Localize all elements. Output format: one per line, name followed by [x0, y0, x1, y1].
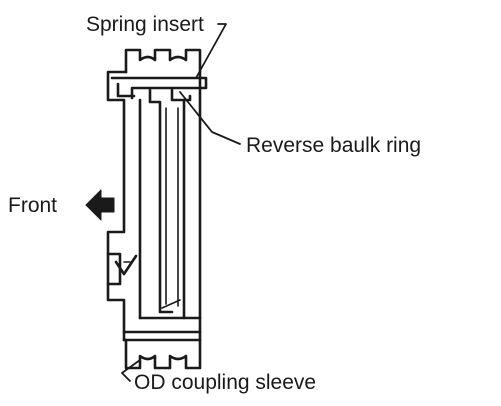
reverse-baulk-ring-label: Reverse baulk ring: [246, 134, 421, 157]
detent-spring-part: [106, 252, 138, 286]
od-coupling-sleeve-body: [106, 48, 202, 370]
spring-insert-label: Spring insert: [86, 13, 204, 36]
front-arrow-icon: [85, 189, 115, 221]
od-coupling-sleeve-leader: [121, 359, 141, 382]
reverse-baulk-ring-leader: [179, 91, 241, 145]
od-coupling-sleeve-label: OD coupling sleeve: [134, 371, 316, 394]
spring-insert-leader: [195, 23, 227, 79]
spring-insert-part: [110, 76, 208, 100]
front-label: Front: [8, 194, 57, 217]
reverse-baulk-ring-part: [148, 88, 192, 314]
